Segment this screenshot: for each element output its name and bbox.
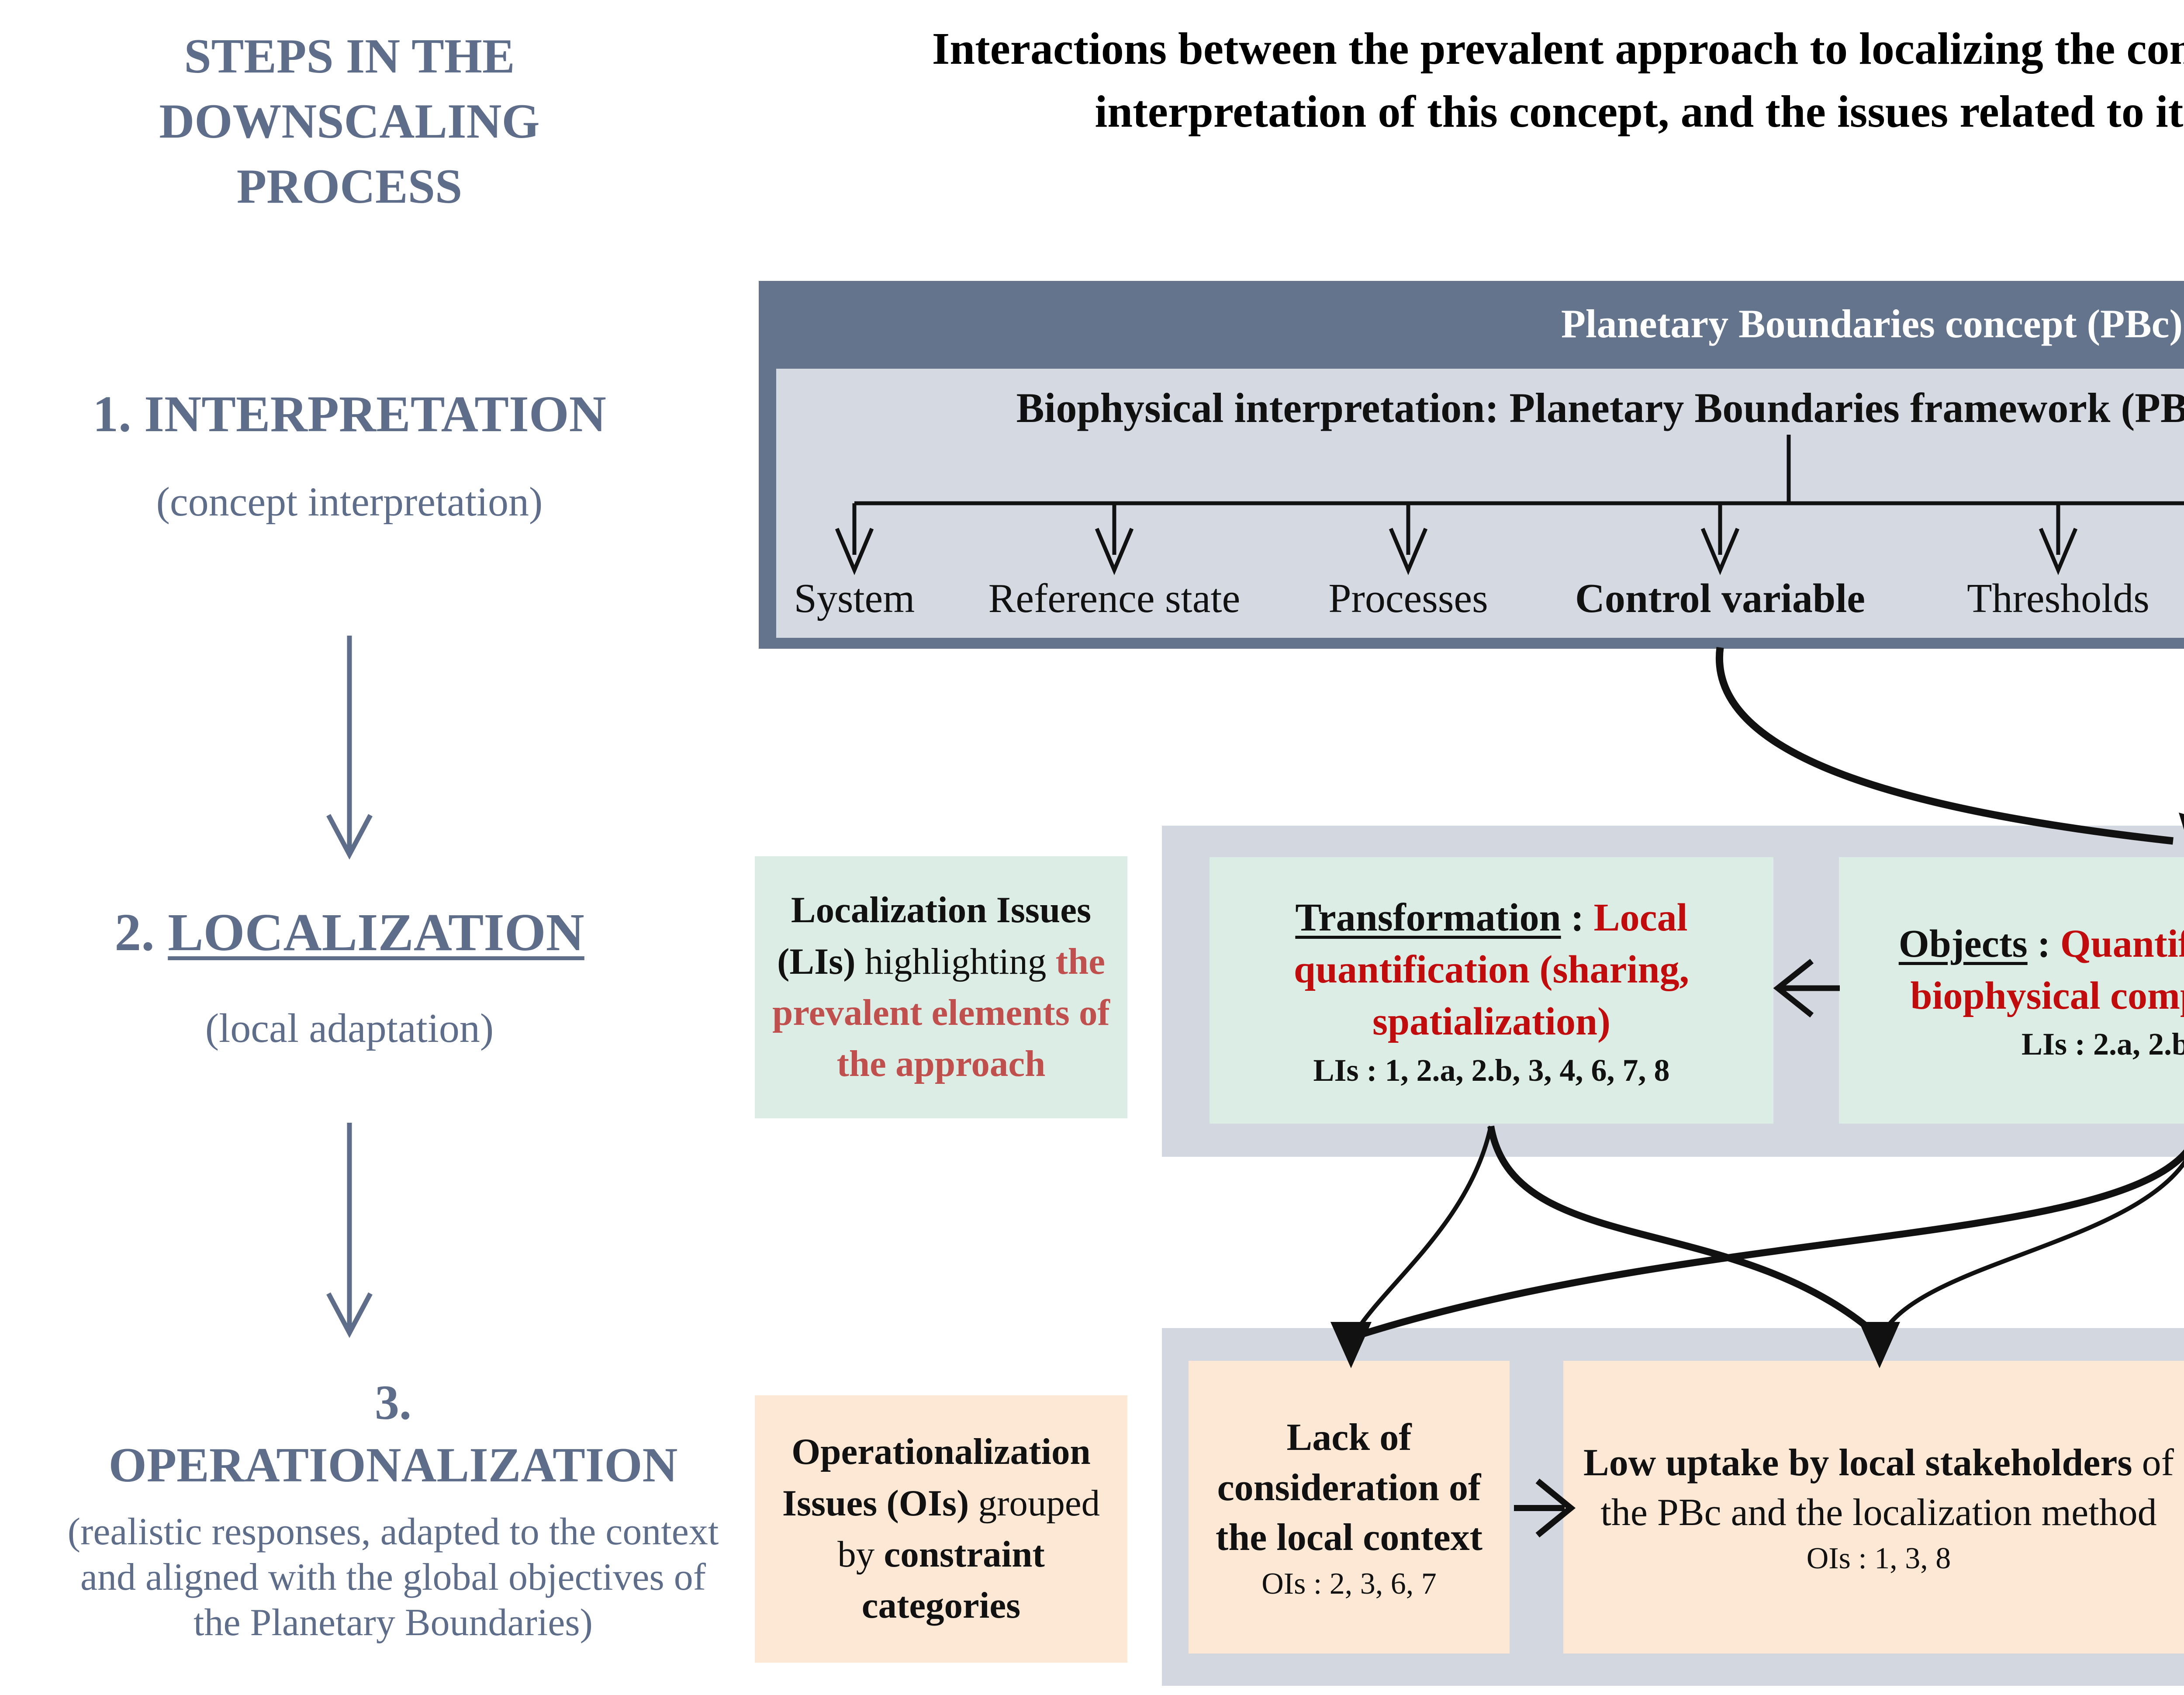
step-3-heading: 3. OPERATIONALIZATION: [100, 1372, 686, 1497]
arrow-objects-to-issue-2: [1881, 1159, 2184, 1334]
objects-lis: LIs : 2.a, 2.b, 3, 4, 5, 7, 8, 9: [2021, 1027, 2184, 1062]
pbf-component-processes: Processes: [1328, 576, 1488, 621]
step-2-number: 2.: [114, 903, 155, 962]
step-1-name: INTERPRETATION: [144, 385, 606, 443]
operationalization-issues-label-box: Operationalization Issues (OIs) grouped …: [755, 1395, 1127, 1663]
issue-box-local-context: Lack of consideration of the local conte…: [1189, 1361, 1510, 1653]
transformation-term: Transformation: [1295, 896, 1561, 940]
pbf-component-control-variable: Control variable: [1575, 576, 1866, 621]
step-1-number: 1.: [93, 385, 131, 443]
arrow-objects-to-issue-1: [1359, 1149, 2184, 1338]
step-2-subtitle: (local adaptation): [205, 1006, 494, 1051]
pbf-component-reference-state: Reference state: [988, 576, 1241, 621]
figure-title: Interactions between the prevalent appro…: [932, 24, 2184, 137]
operationalization-label-regular: grouped by: [837, 1482, 1100, 1575]
localization-issues-label-bold: Localization Issues (LIs): [777, 889, 1092, 982]
localization-issues-label-box: Localization Issues (LIs) highlighting t…: [755, 856, 1127, 1118]
pbf-component-system: System: [794, 576, 915, 621]
step-3-subtitle: (realistic responses, adapted to the con…: [67, 1511, 719, 1644]
pbf-component-thresholds: Thresholds: [1967, 576, 2149, 621]
arrow-control-variable-to-objects: [1716, 647, 2174, 845]
step-3-number: 3.: [375, 1376, 411, 1430]
operationalization-label-bold-2: constraint categories: [861, 1534, 1045, 1626]
issue-2-regular: of the PBc and the localization method: [1600, 1441, 2174, 1534]
arrow-step-2-to-3: [326, 1123, 373, 1338]
issue-2-bold: Low uptake by local stakeholders: [1583, 1441, 2132, 1484]
step-1-subtitle: (concept interpretation): [156, 479, 543, 525]
transformation-lis: LIs : 1, 2.a, 2.b, 3, 4, 6, 7, 8: [1313, 1052, 1670, 1088]
arrow-transformation-to-issue-2: [1487, 1125, 1876, 1335]
pbf-interpretation-label: Biophysical interpretation: Planetary Bo…: [1016, 384, 2184, 431]
localization-issues-label-regular: highlighting: [864, 941, 1047, 982]
step-2-heading: 2. LOCALIZATION: [66, 902, 633, 963]
objects-term: Objects: [1898, 922, 2028, 965]
issue-1-ois: OIs : 2, 3, 6, 7: [1261, 1567, 1437, 1601]
pbc-box-title: Planetary Boundaries concept (PBc): [1561, 301, 2183, 346]
step-1-heading: 1. INTERPRETATION: [66, 384, 633, 444]
objects-separator: :: [2027, 922, 2060, 965]
objects-highlight: Quantified or quantifiable biophysical c…: [1910, 922, 2184, 1017]
transformation-highlight: Local quantification (sharing, spatializ…: [1293, 896, 1690, 1043]
localization-issues-label-red: the prevalent elements of the approach: [772, 941, 1110, 1085]
operationalization-label-bold-1: Operationalization Issues (OIs): [782, 1431, 1091, 1524]
arrow-step-1-to-2: [326, 636, 373, 860]
issue-1-bold: Lack of consideration of the local conte…: [1216, 1416, 1482, 1559]
step-2-name: LOCALIZATION: [168, 903, 584, 962]
transformation-separator: :: [1561, 896, 1594, 940]
transformation-box: Transformation : Local quantification (s…: [1209, 857, 1773, 1124]
issue-box-low-uptake: Low uptake by local stakeholders of the …: [1563, 1361, 2184, 1653]
step-3-name: OPERATIONALIZATION: [108, 1438, 678, 1493]
steps-panel-title: STEPS IN THE DOWNSCALING PROCESS: [159, 29, 540, 214]
objects-box: Objects : Quantified or quantifiable bio…: [1839, 857, 2184, 1124]
arrow-transformation-to-issue-1: [1352, 1125, 1493, 1336]
issue-2-ois: OIs : 1, 3, 8: [1806, 1542, 1951, 1576]
